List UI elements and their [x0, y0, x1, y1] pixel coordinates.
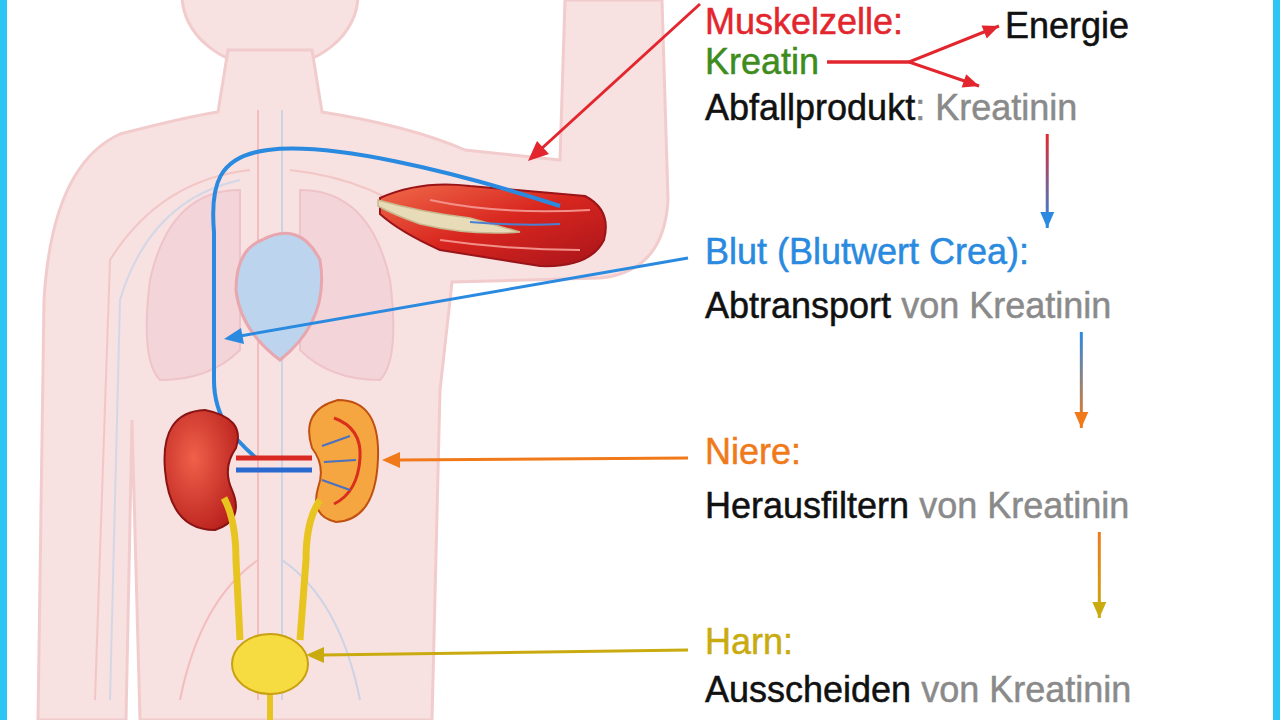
label-text: von Kreatinin	[921, 669, 1131, 710]
arrow-head	[962, 74, 979, 87]
label-text: : Kreatinin	[915, 87, 1077, 128]
body-silhouette	[38, 0, 668, 720]
arrow-head	[1092, 602, 1106, 618]
blood-vessel	[213, 149, 560, 458]
frame-strip	[1273, 0, 1280, 720]
urinary-tract	[224, 498, 320, 720]
text-line: Energie	[1005, 6, 1129, 46]
arrow-head	[1074, 412, 1088, 428]
label-text: Harn:	[705, 621, 793, 662]
text-line: Ausscheidenvon Kreatinin	[705, 670, 1131, 710]
frame-strip	[0, 0, 7, 720]
text-line: Abtransportvon Kreatinin	[705, 286, 1111, 326]
lungs	[147, 190, 394, 380]
arm-muscle	[378, 185, 606, 267]
text-line: Muskelzelle:	[705, 2, 903, 42]
text-line: Abfallprodukt: Kreatinin	[705, 88, 1077, 128]
text-line: Herausfilternvon Kreatinin	[705, 486, 1129, 526]
label-text: Kreatin	[705, 41, 819, 82]
label-text: Niere:	[705, 431, 801, 472]
label-text: Energie	[1005, 5, 1129, 46]
arrow-head	[1040, 212, 1054, 228]
kidneys	[165, 400, 379, 530]
text-line: Blut (Blutwert Crea):	[705, 232, 1111, 272]
label-text: Muskelzelle:	[705, 1, 903, 42]
label-text: von Kreatinin	[901, 285, 1111, 326]
label-text: Ausscheiden	[705, 669, 911, 710]
label-text: Abfallprodukt	[705, 87, 915, 128]
flow-step: Niere: Herausfilternvon Kreatinin	[705, 432, 1129, 526]
label-text: Abtransport	[705, 285, 891, 326]
leader-arrows	[224, 4, 700, 663]
flow-step: Harn: Ausscheidenvon Kreatinin	[705, 622, 1131, 710]
product-label: Abfallprodukt: Kreatinin	[705, 88, 1077, 128]
heart	[236, 233, 322, 360]
flow-arrow	[827, 62, 979, 86]
product-label: Energie	[1005, 6, 1129, 46]
arrow-head	[982, 25, 999, 38]
substance-label: Kreatin	[705, 42, 819, 82]
text-line: Kreatin	[705, 42, 819, 82]
label-text: Blut (Blutwert Crea):	[705, 231, 1029, 272]
step-heading: Muskelzelle:	[705, 2, 903, 42]
label-text: Herausfiltern	[705, 485, 909, 526]
text-line: Harn:	[705, 622, 1131, 662]
flow-step: Blut (Blutwert Crea): Abtransportvon Krea…	[705, 232, 1111, 326]
bladder	[232, 634, 308, 694]
label-text: von Kreatinin	[919, 485, 1129, 526]
text-line: Niere:	[705, 432, 1129, 472]
